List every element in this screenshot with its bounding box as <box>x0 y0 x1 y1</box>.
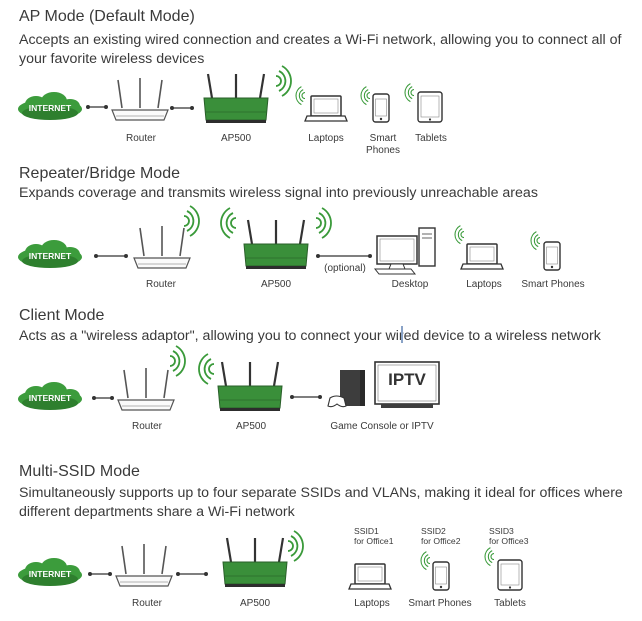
ssid-label: SSID2 for Office2 <box>421 526 461 546</box>
router-icon <box>115 543 173 587</box>
wifi-signal-icon <box>420 551 431 571</box>
router-label: Router <box>125 133 157 144</box>
ap500-label: AP500 <box>239 598 271 609</box>
router-icon <box>117 367 175 411</box>
internet-label: INTERNET <box>28 569 72 579</box>
client-mode-description: Acts as a "wireless adaptor", allowing y… <box>19 328 601 344</box>
ap500-icon <box>216 360 284 413</box>
router-label: Router <box>131 598 163 609</box>
ssid-name: SSID1 <box>354 526 379 536</box>
tablet-icon <box>417 91 443 123</box>
desktop-label: Desktop <box>391 279 429 290</box>
laptops-label: Laptops <box>354 598 390 609</box>
ssid-office: for Office1 <box>354 536 394 546</box>
ap-mode-description: Accepts an existing wired connection and… <box>19 32 622 67</box>
laptops-label: Laptops <box>308 133 344 144</box>
text-cursor <box>401 326 403 343</box>
router-label: Router <box>145 279 177 290</box>
phone-icon <box>432 561 450 591</box>
game-console-icon <box>327 370 365 408</box>
multi-ssid-mode-title: Multi-SSID Mode <box>19 463 140 480</box>
ssid-office: for Office2 <box>421 536 461 546</box>
internet-label: INTERNET <box>28 103 72 113</box>
tablets-label: Tablets <box>415 133 447 144</box>
ssid-label: SSID1 for Office1 <box>354 526 394 546</box>
wifi-signal-icon <box>360 86 371 106</box>
optional-label: (optional) <box>324 263 366 274</box>
wifi-signal-icon <box>275 65 292 97</box>
laptop-icon <box>348 563 392 590</box>
wifi-signal-icon <box>169 345 186 377</box>
phone-icon <box>372 93 390 123</box>
ssid-name: SSID3 <box>489 526 514 536</box>
client-mode-title: Client Mode <box>19 307 105 324</box>
ssid-name: SSID2 <box>421 526 446 536</box>
ap500-icon <box>202 72 270 125</box>
repeater-mode-title: Repeater/Bridge Mode <box>19 165 180 182</box>
tablet-icon <box>497 559 523 591</box>
wifi-signal-icon <box>484 547 495 567</box>
smart-phones-label: Smart Phones <box>408 598 472 609</box>
router-icon <box>111 77 169 121</box>
wifi-signal-icon <box>454 225 465 245</box>
router-label: Router <box>131 421 163 432</box>
ap500-label: AP500 <box>235 421 267 432</box>
multi-ssid-mode-description: Simultaneously supports up to four separ… <box>19 485 623 520</box>
wifi-signal-icon <box>404 83 415 103</box>
iptv-label: IPTV <box>388 370 426 389</box>
smart-phones-label: Smart Phones <box>521 279 585 290</box>
wifi-signal-icon <box>198 353 215 385</box>
ssid-label: SSID3 for Office3 <box>489 526 529 546</box>
internet-label: INTERNET <box>28 251 72 261</box>
wifi-signal-icon <box>220 207 237 239</box>
ap500-label: AP500 <box>260 279 292 290</box>
repeater-mode-description: Expands coverage and transmits wireless … <box>19 185 538 201</box>
internet-label: INTERNET <box>28 393 72 403</box>
router-icon <box>133 225 191 269</box>
wifi-signal-icon <box>183 205 200 237</box>
wifi-signal-icon <box>530 231 541 251</box>
wifi-signal-icon <box>295 86 306 106</box>
wifi-signal-icon <box>287 530 304 562</box>
laptop-icon <box>460 243 504 270</box>
desktop-icon <box>373 227 436 275</box>
ap-mode-title: AP Mode (Default Mode) <box>19 8 195 25</box>
phone-icon <box>543 241 561 271</box>
tablets-label: Tablets <box>494 598 526 609</box>
wifi-signal-icon <box>315 207 332 239</box>
laptops-label: Laptops <box>466 279 502 290</box>
ap500-icon <box>242 218 310 271</box>
ap500-label: AP500 <box>220 133 252 144</box>
game-console-label: Game Console or IPTV <box>330 421 434 432</box>
ssid-office: for Office3 <box>489 536 529 546</box>
ap500-icon <box>221 536 289 589</box>
smart-phones-label: Smart Phones <box>366 133 400 156</box>
laptop-icon <box>304 95 348 122</box>
